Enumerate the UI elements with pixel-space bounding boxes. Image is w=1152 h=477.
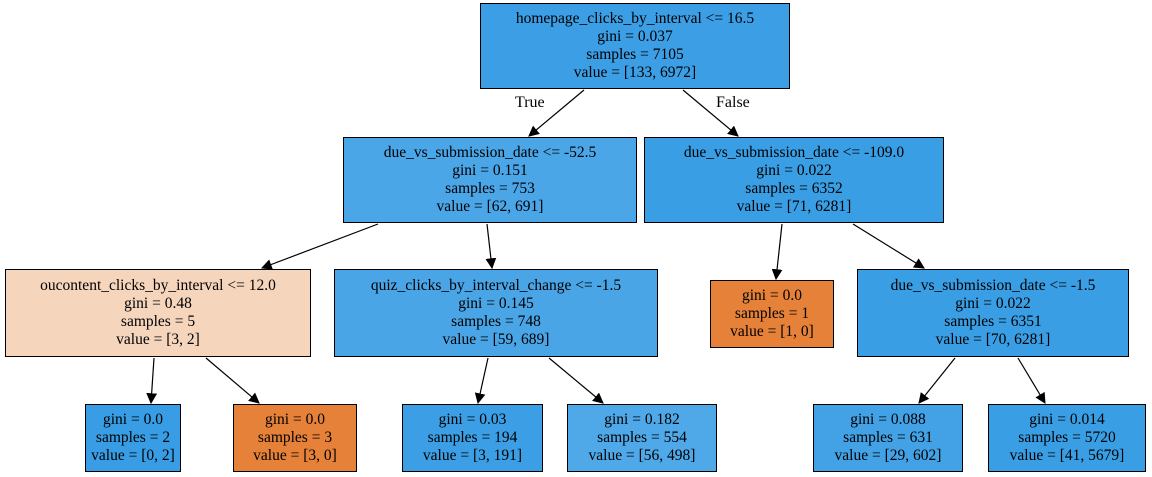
node-gini: gini = 0.0 [742,287,802,304]
node-gini: gini = 0.0 [103,411,163,428]
edge-3-8 [205,357,260,404]
node-value: value = [56, 498] [588,447,696,464]
edge-0-1 [528,89,585,137]
edge-2-6 [852,223,925,269]
tree-node: quiz_clicks_by_interval_change <= -1.5 g… [334,269,658,357]
edge-6-12 [1017,357,1046,404]
node-split-label: oucontent_clicks_by_interval <= 12.0 [40,277,276,294]
edge-0-2 [682,89,739,137]
node-samples: samples = 6351 [944,313,1042,330]
node-samples: samples = 7105 [586,46,684,63]
node-gini: gini = 0.088 [850,411,926,428]
tree-leaf: gini = 0.0 samples = 2 value = [0, 2] [85,404,181,472]
tree-leaf: gini = 0.014 samples = 5720 value = [41,… [988,404,1146,472]
node-value: value = [1, 0] [730,323,814,340]
tree-node: due_vs_submission_date <= -52.5 gini = 0… [343,137,637,223]
tree-leaf: gini = 0.182 samples = 554 value = [56, … [567,404,717,472]
node-gini: gini = 0.0 [265,411,325,428]
node-gini: gini = 0.037 [597,28,673,45]
node-gini: gini = 0.022 [756,162,832,179]
node-gini: gini = 0.03 [438,411,507,428]
node-value: value = [41, 5679] [1009,447,1125,464]
node-samples: samples = 748 [451,313,541,330]
node-split-label: homepage_clicks_by_interval <= 16.5 [515,10,755,27]
edge-2-5 [771,223,783,281]
node-gini: gini = 0.48 [124,295,192,312]
edge-4-10 [548,357,604,404]
tree-leaf: gini = 0.03 samples = 194 value = [3, 19… [402,404,543,472]
node-samples: samples = 2 [95,429,171,446]
node-samples: samples = 3 [257,429,333,446]
node-value: value = [70, 6281] [935,331,1051,348]
edge-3-7 [146,357,158,405]
node-value: value = [62, 691] [436,198,544,215]
node-value: value = [3, 0] [253,447,337,464]
edge-1-4 [485,223,497,270]
tree-leaf: gini = 0.088 samples = 631 value = [29, … [813,404,963,472]
node-samples: samples = 1 [734,305,810,322]
tree-node: due_vs_submission_date <= -1.5 gini = 0.… [857,269,1129,357]
node-samples: samples = 554 [597,429,687,446]
tree-node-root: homepage_clicks_by_interval <= 16.5 gini… [480,3,790,89]
node-gini: gini = 0.022 [955,295,1031,312]
edge-1-3 [260,223,379,270]
node-value: value = [3, 191] [422,447,523,464]
node-samples: samples = 5 [120,313,196,330]
tree-leaf: gini = 0.0 samples = 3 value = [3, 0] [233,404,357,472]
node-samples: samples = 753 [445,180,535,197]
node-value: value = [71, 6281] [736,198,852,215]
node-value: value = [3, 2] [116,331,200,348]
edge-label-false: False [716,94,750,111]
edge-label-true: True [515,94,545,111]
node-gini: gini = 0.145 [458,295,534,312]
node-split-label: due_vs_submission_date <= -52.5 [383,144,597,161]
node-gini: gini = 0.014 [1029,411,1105,428]
node-gini: gini = 0.151 [452,162,528,179]
node-samples: samples = 194 [427,429,518,446]
tree-node: oucontent_clicks_by_interval <= 12.0 gin… [5,269,311,357]
node-gini: gini = 0.182 [604,411,680,428]
node-split-label: due_vs_submission_date <= -1.5 [890,277,1096,294]
node-samples: samples = 631 [843,429,933,446]
tree-leaf: gini = 0.0 samples = 1 value = [1, 0] [710,280,834,348]
edge-6-11 [918,357,956,404]
node-value: value = [29, 602] [834,447,942,464]
node-samples: samples = 6352 [745,180,843,197]
edge-4-9 [474,357,489,405]
node-value: value = [133, 6972] [573,64,697,81]
node-value: value = [0, 2] [91,447,175,464]
node-samples: samples = 5720 [1018,429,1116,446]
node-split-label: due_vs_submission_date <= -109.0 [683,144,905,161]
tree-node: due_vs_submission_date <= -109.0 gini = … [644,137,944,223]
node-split-label: quiz_clicks_by_interval_change <= -1.5 [370,277,622,294]
node-value: value = [59, 689] [442,331,550,348]
